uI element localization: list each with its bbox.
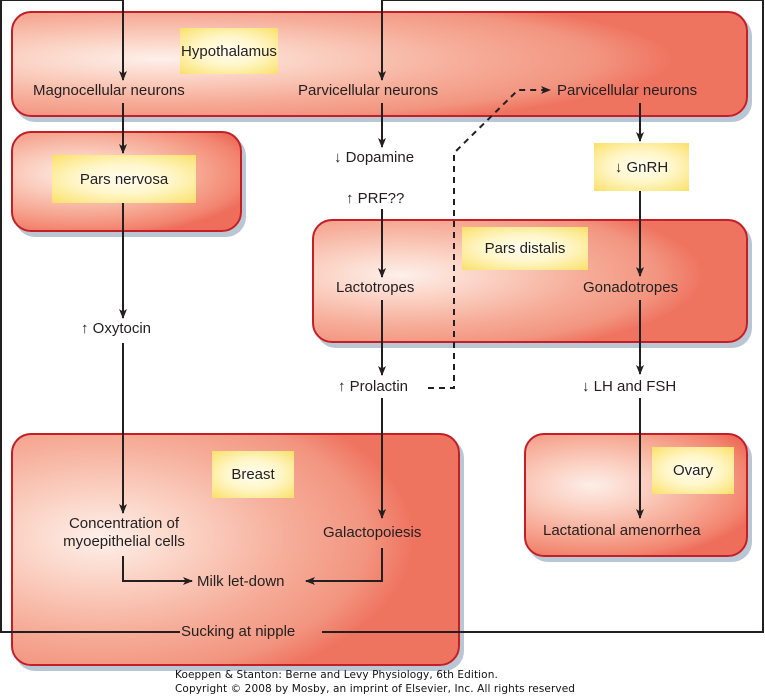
contraction-line2: myoepithelial cells bbox=[63, 533, 185, 550]
oxytocin: ↑ Oxytocin bbox=[81, 320, 152, 337]
hypothalamus-label: Hypothalamus bbox=[180, 28, 278, 74]
galactopoiesis: Galactopoiesis bbox=[323, 524, 422, 541]
footer-line1: Koeppen & Stanton: Berne and Levy Physio… bbox=[175, 669, 498, 681]
pars-nervosa-label-text: Pars nervosa bbox=[79, 170, 169, 188]
lactotropes: Lactotropes bbox=[336, 279, 415, 296]
ovary-label-text: Ovary bbox=[672, 462, 713, 479]
gnrh-label: ↓ GnRH bbox=[594, 143, 689, 191]
lh-and-fsh: ↓ LH and FSH bbox=[582, 378, 677, 395]
hypothalamus-box bbox=[11, 11, 748, 117]
hypothalamus-label-text: Hypothalamus bbox=[181, 42, 277, 60]
prf: ↑ PRF?? bbox=[346, 190, 405, 207]
prolactin: ↑ Prolactin bbox=[338, 378, 409, 395]
pars-distalis-label: Pars distalis bbox=[462, 227, 588, 270]
sucking-at-nipple: Sucking at nipple bbox=[181, 623, 296, 640]
pars-distalis-label-text: Pars distalis bbox=[484, 240, 566, 257]
lactational-amenorrhea: Lactational amenorrhea bbox=[543, 522, 701, 539]
footer-line2: Copyright © 2008 by Mosby, an imprint of… bbox=[175, 682, 576, 695]
magnocellular-neurons: Magnocellular neurons bbox=[33, 82, 185, 99]
ovary-label: Ovary bbox=[652, 447, 734, 494]
contraction-line1: Concentration of bbox=[68, 515, 180, 532]
frame-right bbox=[322, 0, 764, 633]
dopamine: ↓ Dopamine bbox=[334, 149, 415, 166]
parvicellular-neurons-2: Parvicellular neurons bbox=[557, 82, 698, 99]
gonadotropes: Gonadotropes bbox=[583, 279, 679, 296]
contraction-myoepithelial: Concentration of myoepithelial cells bbox=[50, 515, 198, 551]
arrow-contraction-to-milk bbox=[122, 556, 193, 585]
dashed-prolactin-feedback bbox=[428, 86, 551, 389]
copyright-footer: Koeppen & Stanton: Berne and Levy Physio… bbox=[175, 669, 575, 696]
frame-left bbox=[0, 0, 180, 633]
parvicellular-neurons-1: Parvicellular neurons bbox=[298, 82, 439, 99]
arrow-galactopoiesis-to-milk bbox=[305, 548, 383, 585]
pars-nervosa-label: Pars nervosa bbox=[52, 155, 196, 203]
breast-label: Breast bbox=[212, 451, 294, 498]
milk-let-down: Milk let-down bbox=[197, 573, 285, 590]
breast-label-text: Breast bbox=[231, 466, 275, 483]
gnrh-label-text: ↓ GnRH bbox=[614, 158, 669, 176]
